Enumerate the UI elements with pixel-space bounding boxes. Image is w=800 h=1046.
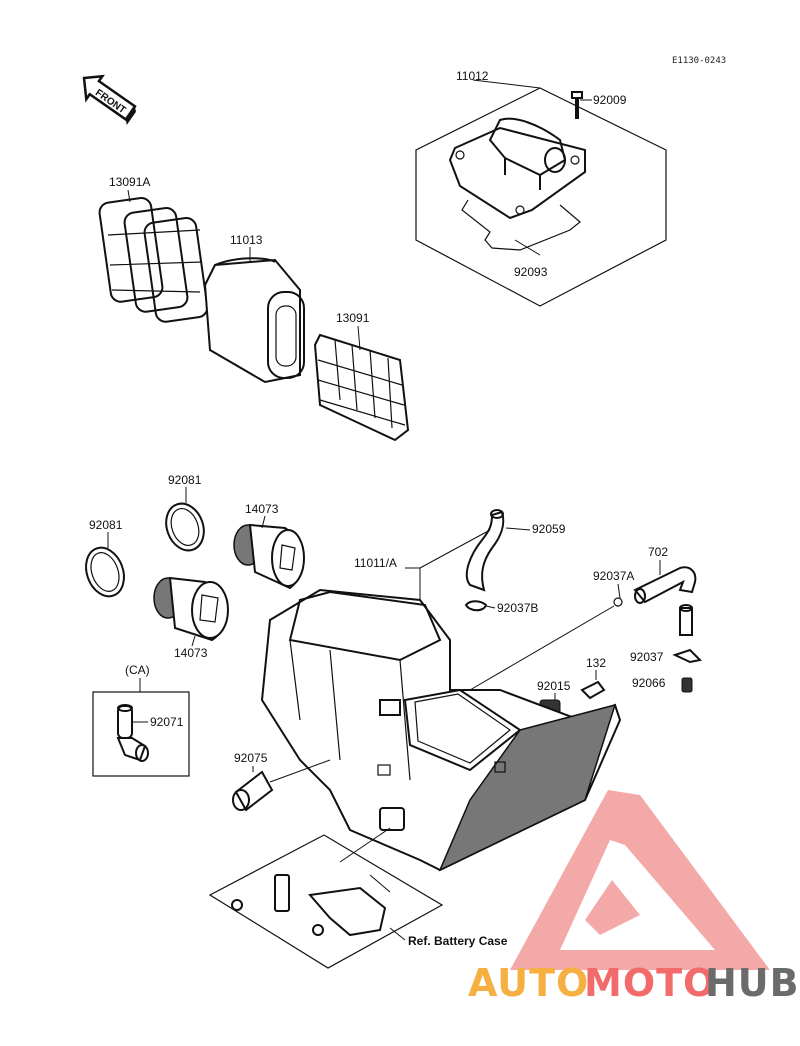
label-92081-top: 92081 (168, 473, 202, 487)
label-702: 702 (648, 545, 668, 559)
label-92009: 92009 (593, 93, 627, 107)
air-cover-assembly (415, 79, 667, 307)
clip-92037 (672, 648, 703, 664)
clamp-ring-92081-left (85, 532, 125, 598)
filter-cage-13091 (313, 325, 410, 442)
watermark-auto: AUTO (468, 961, 589, 1005)
intake-duct-14073-bottom (153, 576, 229, 647)
watermark-logo: AUTO MOTO HUB (468, 961, 800, 1005)
clamp-92037b (464, 600, 496, 612)
front-arrow-icon: FRONT (82, 74, 137, 126)
label-11012: 11012 (456, 69, 489, 83)
label-13091: 13091 (336, 311, 370, 325)
label-11013: 11013 (230, 233, 263, 247)
bolt-132 (580, 670, 606, 700)
clamp-92037a (469, 583, 623, 691)
group-label-ca: (CA) (125, 663, 150, 677)
label-14073-top: 14073 (245, 502, 279, 516)
label-92015: 92015 (537, 679, 571, 693)
label-92071: 92071 (150, 715, 184, 729)
sleeve-92075 (232, 759, 331, 812)
plug-92066 (681, 677, 693, 693)
label-11011a: 11011/A (354, 556, 397, 570)
watermark-logo-triangle-icon (510, 790, 770, 970)
drain-hose-702 (633, 560, 697, 636)
filter-cage-13091a (98, 189, 209, 323)
air-cleaner-case-11011a (260, 588, 622, 872)
label-92037b: 92037B (497, 601, 538, 615)
filter-element-11013 (203, 247, 305, 384)
label-92037a: 92037A (593, 569, 634, 583)
label-13091a: 13091A (109, 175, 150, 189)
battery-case-ref-group (208, 827, 444, 969)
label-92081-left: 92081 (89, 518, 123, 532)
watermark-hub: HUB (705, 961, 800, 1005)
clamp-ring-92081-top (165, 487, 205, 552)
label-92037: 92037 (630, 650, 664, 664)
label-92059: 92059 (532, 522, 566, 536)
label-92066: 92066 (632, 676, 666, 690)
diagram-code: E1130-0243 (672, 56, 726, 66)
label-92093: 92093 (514, 265, 548, 279)
ca-group-box (92, 691, 190, 777)
hose-92059 (465, 509, 531, 592)
fitting-92071 (116, 704, 149, 762)
ref-battery-case-label: Ref. Battery Case (408, 934, 508, 948)
label-14073-bottom: 14073 (174, 646, 208, 660)
label-92075: 92075 (234, 751, 268, 765)
intake-duct-14073-top (233, 515, 305, 590)
watermark-moto: MOTO (584, 961, 716, 1005)
label-132: 132 (586, 656, 606, 670)
